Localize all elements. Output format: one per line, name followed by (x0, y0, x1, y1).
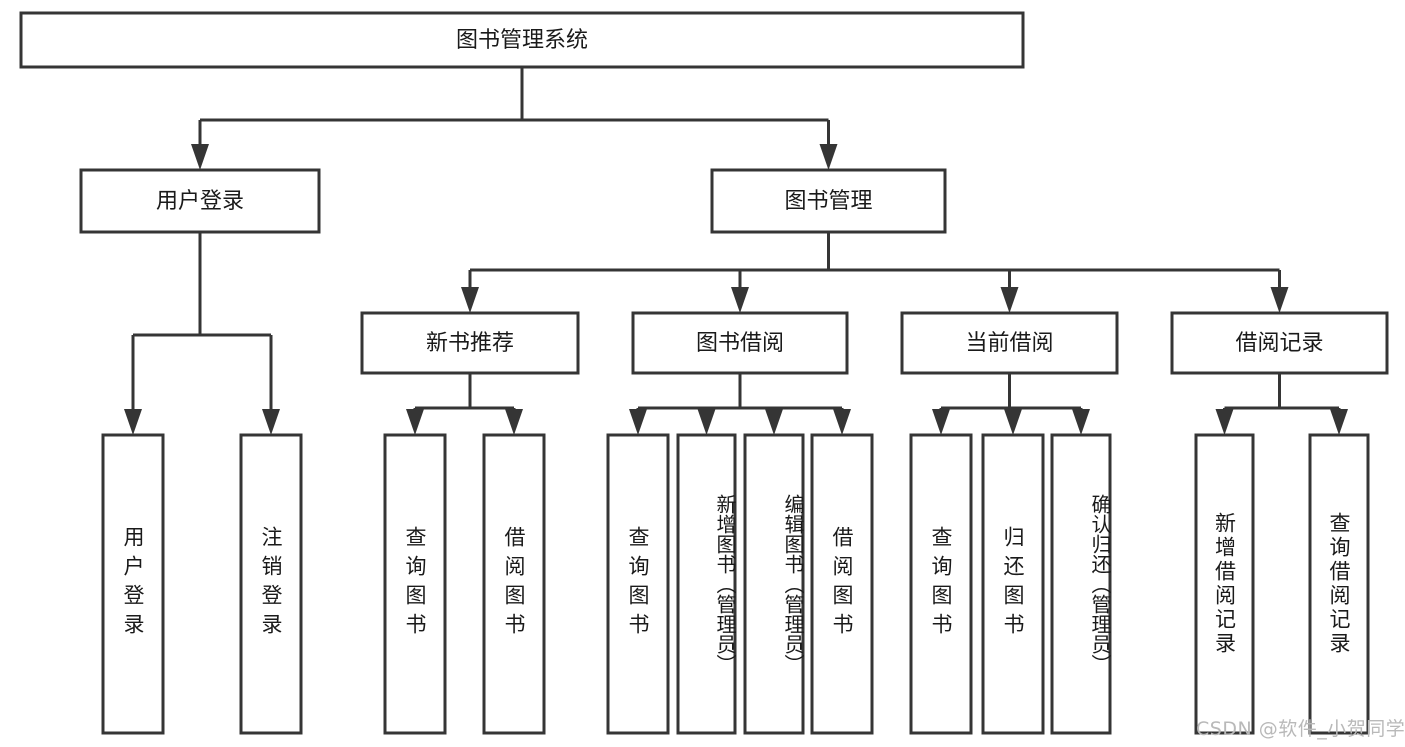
node-box-current-borrow (900, 311, 1119, 375)
node-label-current-borrow: 当前借阅 (965, 331, 1053, 356)
arrow-head-icon (629, 409, 647, 435)
arrow-head-icon (191, 144, 209, 170)
arrow-head-icon (124, 409, 142, 435)
arrow-head-icon (262, 409, 280, 435)
node-box-leaf-edit-book-admin (743, 433, 805, 735)
arrow-head-icon (697, 409, 716, 435)
node-box-book-borrow (631, 311, 849, 375)
arrow-head-icon (505, 409, 523, 435)
node-box-new-book-recommend (360, 311, 580, 375)
node-box-leaf-add-book-admin (676, 433, 737, 735)
arrow-head-icon (833, 409, 851, 435)
arrow-head-icon (1072, 409, 1090, 435)
node-box-leaf-confirm-return-admin (1050, 433, 1112, 735)
arrow-head-icon (1000, 287, 1019, 313)
node-box-leaf-user-logout (239, 433, 303, 735)
node-box-borrow-record (1170, 311, 1389, 375)
arrow-head-icon (932, 409, 950, 435)
node-box-leaf-query-borrow-record (1308, 433, 1370, 735)
arrow-head-icon (461, 287, 479, 313)
node-box-leaf-return-book (981, 433, 1045, 735)
node-box-root (19, 11, 1025, 69)
arrow-head-icon (1270, 287, 1289, 313)
arrow-head-icon (1330, 409, 1348, 435)
boxes-layer (19, 11, 1389, 735)
node-label-book-borrow: 图书借阅 (696, 331, 784, 356)
node-box-leaf-borrow-book-rec (482, 433, 546, 735)
arrow-head-icon (1215, 409, 1234, 435)
arrow-head-icon (731, 287, 749, 313)
node-box-book-management (710, 168, 947, 234)
node-label-new-book-recommend: 新书推荐 (426, 331, 514, 356)
node-label-root: 图书管理系统 (456, 28, 588, 53)
arrow-head-icon (1004, 409, 1022, 435)
arrow-head-icon (819, 144, 838, 170)
arrow-head-icon (765, 409, 783, 435)
connectors-layer (124, 67, 1348, 435)
node-box-user-login (79, 168, 321, 234)
node-box-leaf-query-book-rec (383, 433, 447, 735)
node-box-leaf-add-borrow-record (1194, 433, 1255, 735)
node-box-leaf-user-login (101, 433, 165, 735)
node-label-user-login: 用户登录 (156, 189, 244, 214)
node-label-book-management: 图书管理 (784, 189, 872, 214)
arrow-head-icon (406, 409, 424, 435)
node-box-leaf-borrow-book (810, 433, 874, 735)
node-box-leaf-query-book-borrow (606, 433, 670, 735)
node-label-borrow-record: 借阅记录 (1235, 331, 1323, 356)
node-box-leaf-query-book-current (909, 433, 973, 735)
watermark-text: CSDN @软件_小贺同学 (1196, 718, 1405, 740)
